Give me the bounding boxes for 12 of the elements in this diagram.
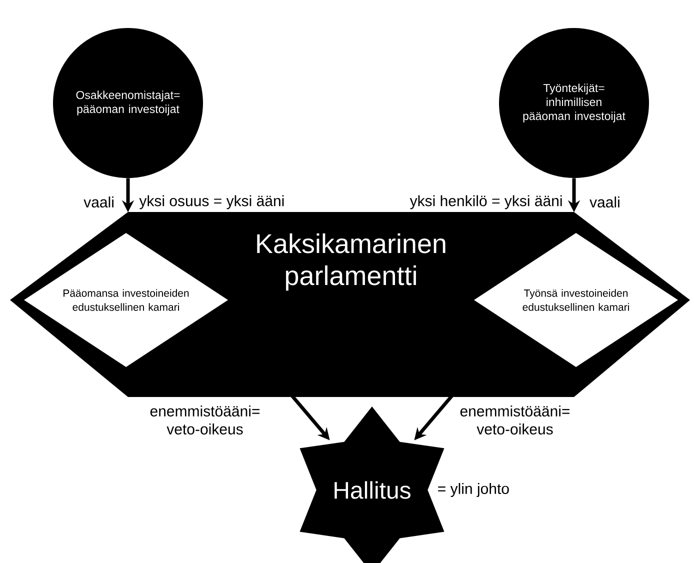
edge-label: enemmistöääni= veto-oikeus <box>150 406 260 434</box>
edge-label: yksi osuus = yksi ääni <box>139 195 284 210</box>
edge-label: enemmistöääni= veto-oikeus <box>460 406 570 434</box>
diamond-node: Työnsä investoineiden edustuksellinen kamari <box>474 233 678 367</box>
diamond-node: Pääomansa investoineiden edustuksellinen kamari <box>24 233 228 367</box>
node-label: Pääomansa investoineiden edustuksellinen kamari <box>64 289 189 311</box>
label: vaali <box>590 196 620 208</box>
circle-node: Osakkeenomistajat= pääoman investoijat <box>53 28 203 178</box>
edge-label: yksi henkilö = yksi ääni <box>410 195 562 210</box>
node-label: Työnsä investoineiden edustuksellinen kamari <box>522 289 629 311</box>
circle-node: Työntekijät= inhimillisen pääoman investoijat <box>499 28 649 178</box>
label: vaali <box>84 196 114 208</box>
